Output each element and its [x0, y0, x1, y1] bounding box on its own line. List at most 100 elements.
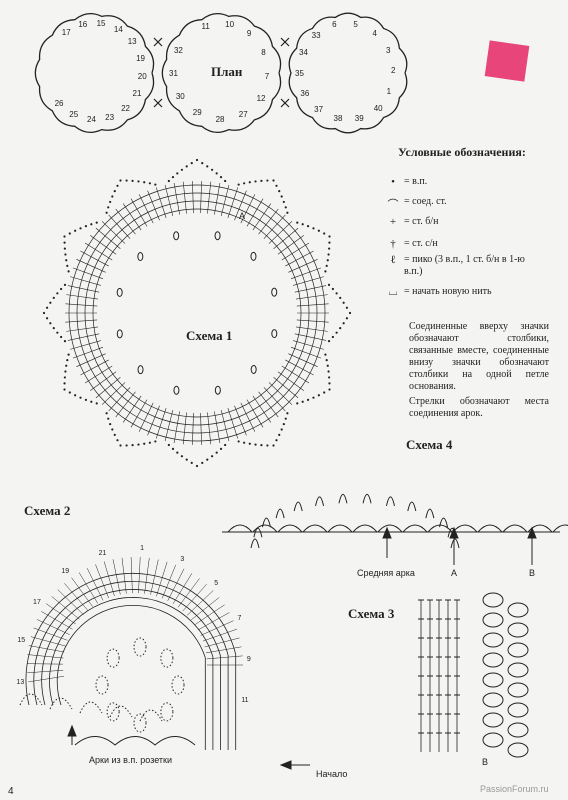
schema3-grid: [418, 592, 529, 758]
stitch: [182, 412, 187, 445]
chain-dot: [63, 235, 66, 238]
chain-dot: [324, 270, 327, 273]
row-number: 15: [17, 637, 26, 645]
chain-dot: [154, 183, 157, 186]
stitch: [295, 294, 328, 300]
picot: [271, 287, 278, 297]
leaf: [482, 732, 504, 748]
chain-dot: [67, 270, 70, 273]
chain-dot: [95, 402, 98, 405]
edge-loop: [139, 709, 163, 722]
chain-dot: [301, 223, 304, 226]
schema4-edging: [222, 493, 568, 549]
stitch: [288, 259, 318, 273]
schema1-marker-a: A: [239, 211, 246, 221]
chain-dot: [278, 190, 281, 193]
stitch: [103, 561, 115, 597]
petal: [362, 493, 372, 504]
arch: [277, 524, 303, 533]
chain-dot: [63, 388, 66, 391]
petal: [450, 538, 460, 549]
schema4-marker-b: B: [529, 568, 536, 578]
stitch: [84, 242, 113, 261]
ring-number: 30: [175, 91, 185, 101]
chain-dot: [167, 179, 170, 183]
chain-dot: [176, 172, 179, 175]
plan-joins: [153, 37, 290, 108]
leaf: [482, 592, 504, 608]
schema3-title: Схема 3: [348, 606, 395, 621]
chain-dot: [243, 182, 246, 185]
stitch: [296, 319, 329, 323]
chain-dot: [323, 391, 326, 394]
ring-number: 3: [385, 45, 391, 55]
row-number: 19: [61, 568, 70, 576]
picot: [250, 364, 257, 374]
stitch: [281, 242, 310, 261]
chain-dot: [282, 200, 285, 204]
stitch: [90, 235, 117, 255]
petal: [253, 527, 263, 538]
chain-dot: [84, 225, 88, 228]
legend-item-dc: † = ст. с/н: [382, 238, 438, 250]
chain-dot: [306, 398, 310, 401]
schema4-marker-a: A: [451, 568, 458, 578]
join-cross: [153, 37, 163, 47]
stitch: [281, 365, 310, 384]
chain-dot: [143, 181, 146, 184]
stitch: [27, 669, 64, 674]
petal: [261, 517, 271, 528]
chain-dot: [190, 461, 193, 465]
chain-dot: [280, 195, 283, 198]
stitch: [51, 596, 80, 620]
inner-petal: [133, 637, 147, 657]
chain-dot: [116, 439, 119, 442]
stitch: [130, 198, 148, 227]
stitch: [144, 557, 150, 594]
arc-row: [56, 604, 206, 750]
inner-petal: [171, 675, 185, 695]
site-watermark: PassionForum.ru: [480, 784, 549, 794]
stitch: [277, 371, 304, 391]
ring-row: [76, 192, 318, 434]
chain-dot: [79, 396, 82, 399]
stitch: [72, 267, 104, 280]
stitch: [101, 221, 126, 244]
chain-dot: [63, 376, 66, 379]
chain-dot: [328, 388, 331, 391]
petal: [425, 508, 435, 519]
stitch: [30, 636, 66, 647]
chain-dot: [180, 168, 184, 171]
chain-dot: [195, 464, 199, 468]
chain-dot: [272, 179, 275, 182]
row-number: 9: [246, 655, 251, 663]
stitch: [78, 572, 98, 604]
stitch: [177, 578, 200, 608]
edge-loop: [19, 693, 43, 706]
stitch: [258, 391, 279, 418]
schema1-ring: [42, 158, 352, 468]
stitch: [220, 409, 230, 442]
arrow-start: [279, 760, 310, 770]
ring-number: 25: [69, 110, 79, 120]
stitch: [147, 190, 160, 221]
double-crochet-icon: †: [390, 238, 396, 250]
arch: [377, 524, 403, 533]
arch: [502, 524, 528, 533]
stitch: [294, 285, 327, 293]
stitch: [220, 184, 230, 217]
picot: [250, 251, 257, 261]
arch: [252, 524, 278, 533]
stitch: [214, 411, 221, 444]
chain-dot: [331, 287, 334, 291]
schema1-title: Схема 1: [186, 328, 233, 343]
stitch: [45, 603, 76, 625]
leaf: [507, 682, 529, 698]
ring-number: 5: [353, 20, 358, 30]
chain-dot: [325, 359, 328, 362]
ring-number: 15: [96, 19, 106, 29]
stitch: [240, 402, 256, 432]
row-number: 11: [241, 696, 249, 704]
stitch: [67, 333, 100, 341]
inner-petal: [160, 702, 174, 722]
